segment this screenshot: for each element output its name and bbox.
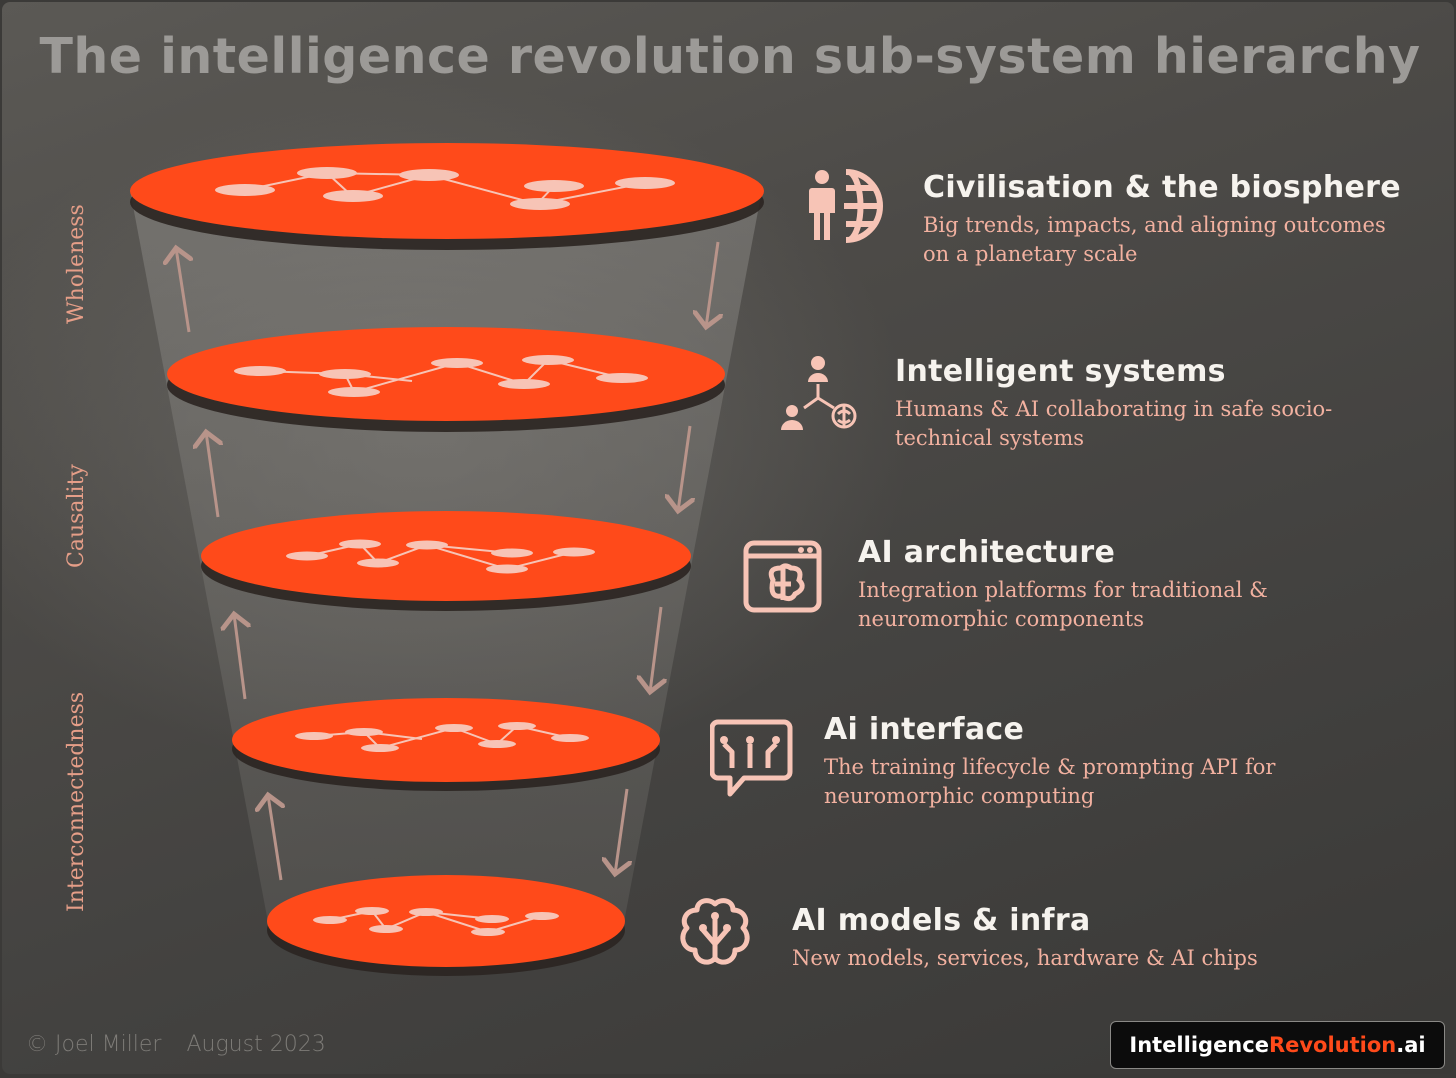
publish-date: August 2023 bbox=[186, 1032, 326, 1057]
level-4-text: Ai interface The training lifecycle & pr… bbox=[824, 712, 1275, 811]
up-arrow bbox=[176, 248, 189, 333]
level-1-desc: Big trends, impacts, and aligning outcom… bbox=[923, 213, 1386, 266]
up-arrow bbox=[206, 432, 218, 518]
level-2-desc: Humans & AI collaborating in safe socio-… bbox=[895, 397, 1333, 450]
down-arrow bbox=[706, 241, 718, 327]
brand-suffix: .ai bbox=[1396, 1033, 1426, 1057]
browser-brain-icon bbox=[743, 540, 822, 613]
level-2-title: Intelligent systems bbox=[895, 354, 1226, 389]
level-disc-4 bbox=[232, 698, 660, 791]
level-1-title: Civilisation & the biosphere bbox=[923, 170, 1401, 205]
level-5-title: AI models & infra bbox=[792, 903, 1091, 938]
level-5-text: AI models & infra New models, services, … bbox=[792, 903, 1258, 973]
down-arrow bbox=[678, 425, 690, 511]
up-arrow bbox=[234, 614, 245, 700]
footer-credit: © Joel Miller August 2023 bbox=[26, 1032, 344, 1057]
level-5-desc: New models, services, hardware & AI chip… bbox=[792, 946, 1258, 970]
level-disc-3 bbox=[201, 511, 691, 611]
level-1-text: Civilisation & the biosphere Big trends,… bbox=[923, 170, 1401, 269]
level-3-desc: Integration platforms for traditional & … bbox=[858, 578, 1268, 631]
people-network-icon bbox=[781, 356, 857, 430]
brand-accent: Revolution bbox=[1268, 1033, 1397, 1057]
down-arrow bbox=[615, 788, 627, 874]
diagram-title: The intelligence revolution sub-system h… bbox=[39, 28, 1421, 85]
brain-circuit-icon bbox=[680, 898, 750, 965]
level-disc-2 bbox=[167, 327, 725, 432]
brand-prefix: Intelligence bbox=[1129, 1033, 1269, 1057]
down-arrow bbox=[650, 606, 661, 692]
level-disc-1 bbox=[130, 143, 764, 250]
level-4-desc: The training lifecycle & prompting API f… bbox=[824, 755, 1276, 808]
author-credit: © Joel Miller bbox=[26, 1032, 162, 1057]
level-3-text: AI architecture Integration platforms fo… bbox=[858, 535, 1268, 634]
chat-circuit-icon bbox=[710, 719, 793, 797]
up-arrow bbox=[268, 795, 281, 881]
person-globe-icon bbox=[809, 169, 883, 243]
level-disc-5 bbox=[267, 875, 625, 976]
level-4-title: Ai interface bbox=[824, 712, 1025, 747]
level-2-text: Intelligent systems Humans & AI collabor… bbox=[895, 354, 1332, 453]
level-3-title: AI architecture bbox=[858, 535, 1116, 570]
